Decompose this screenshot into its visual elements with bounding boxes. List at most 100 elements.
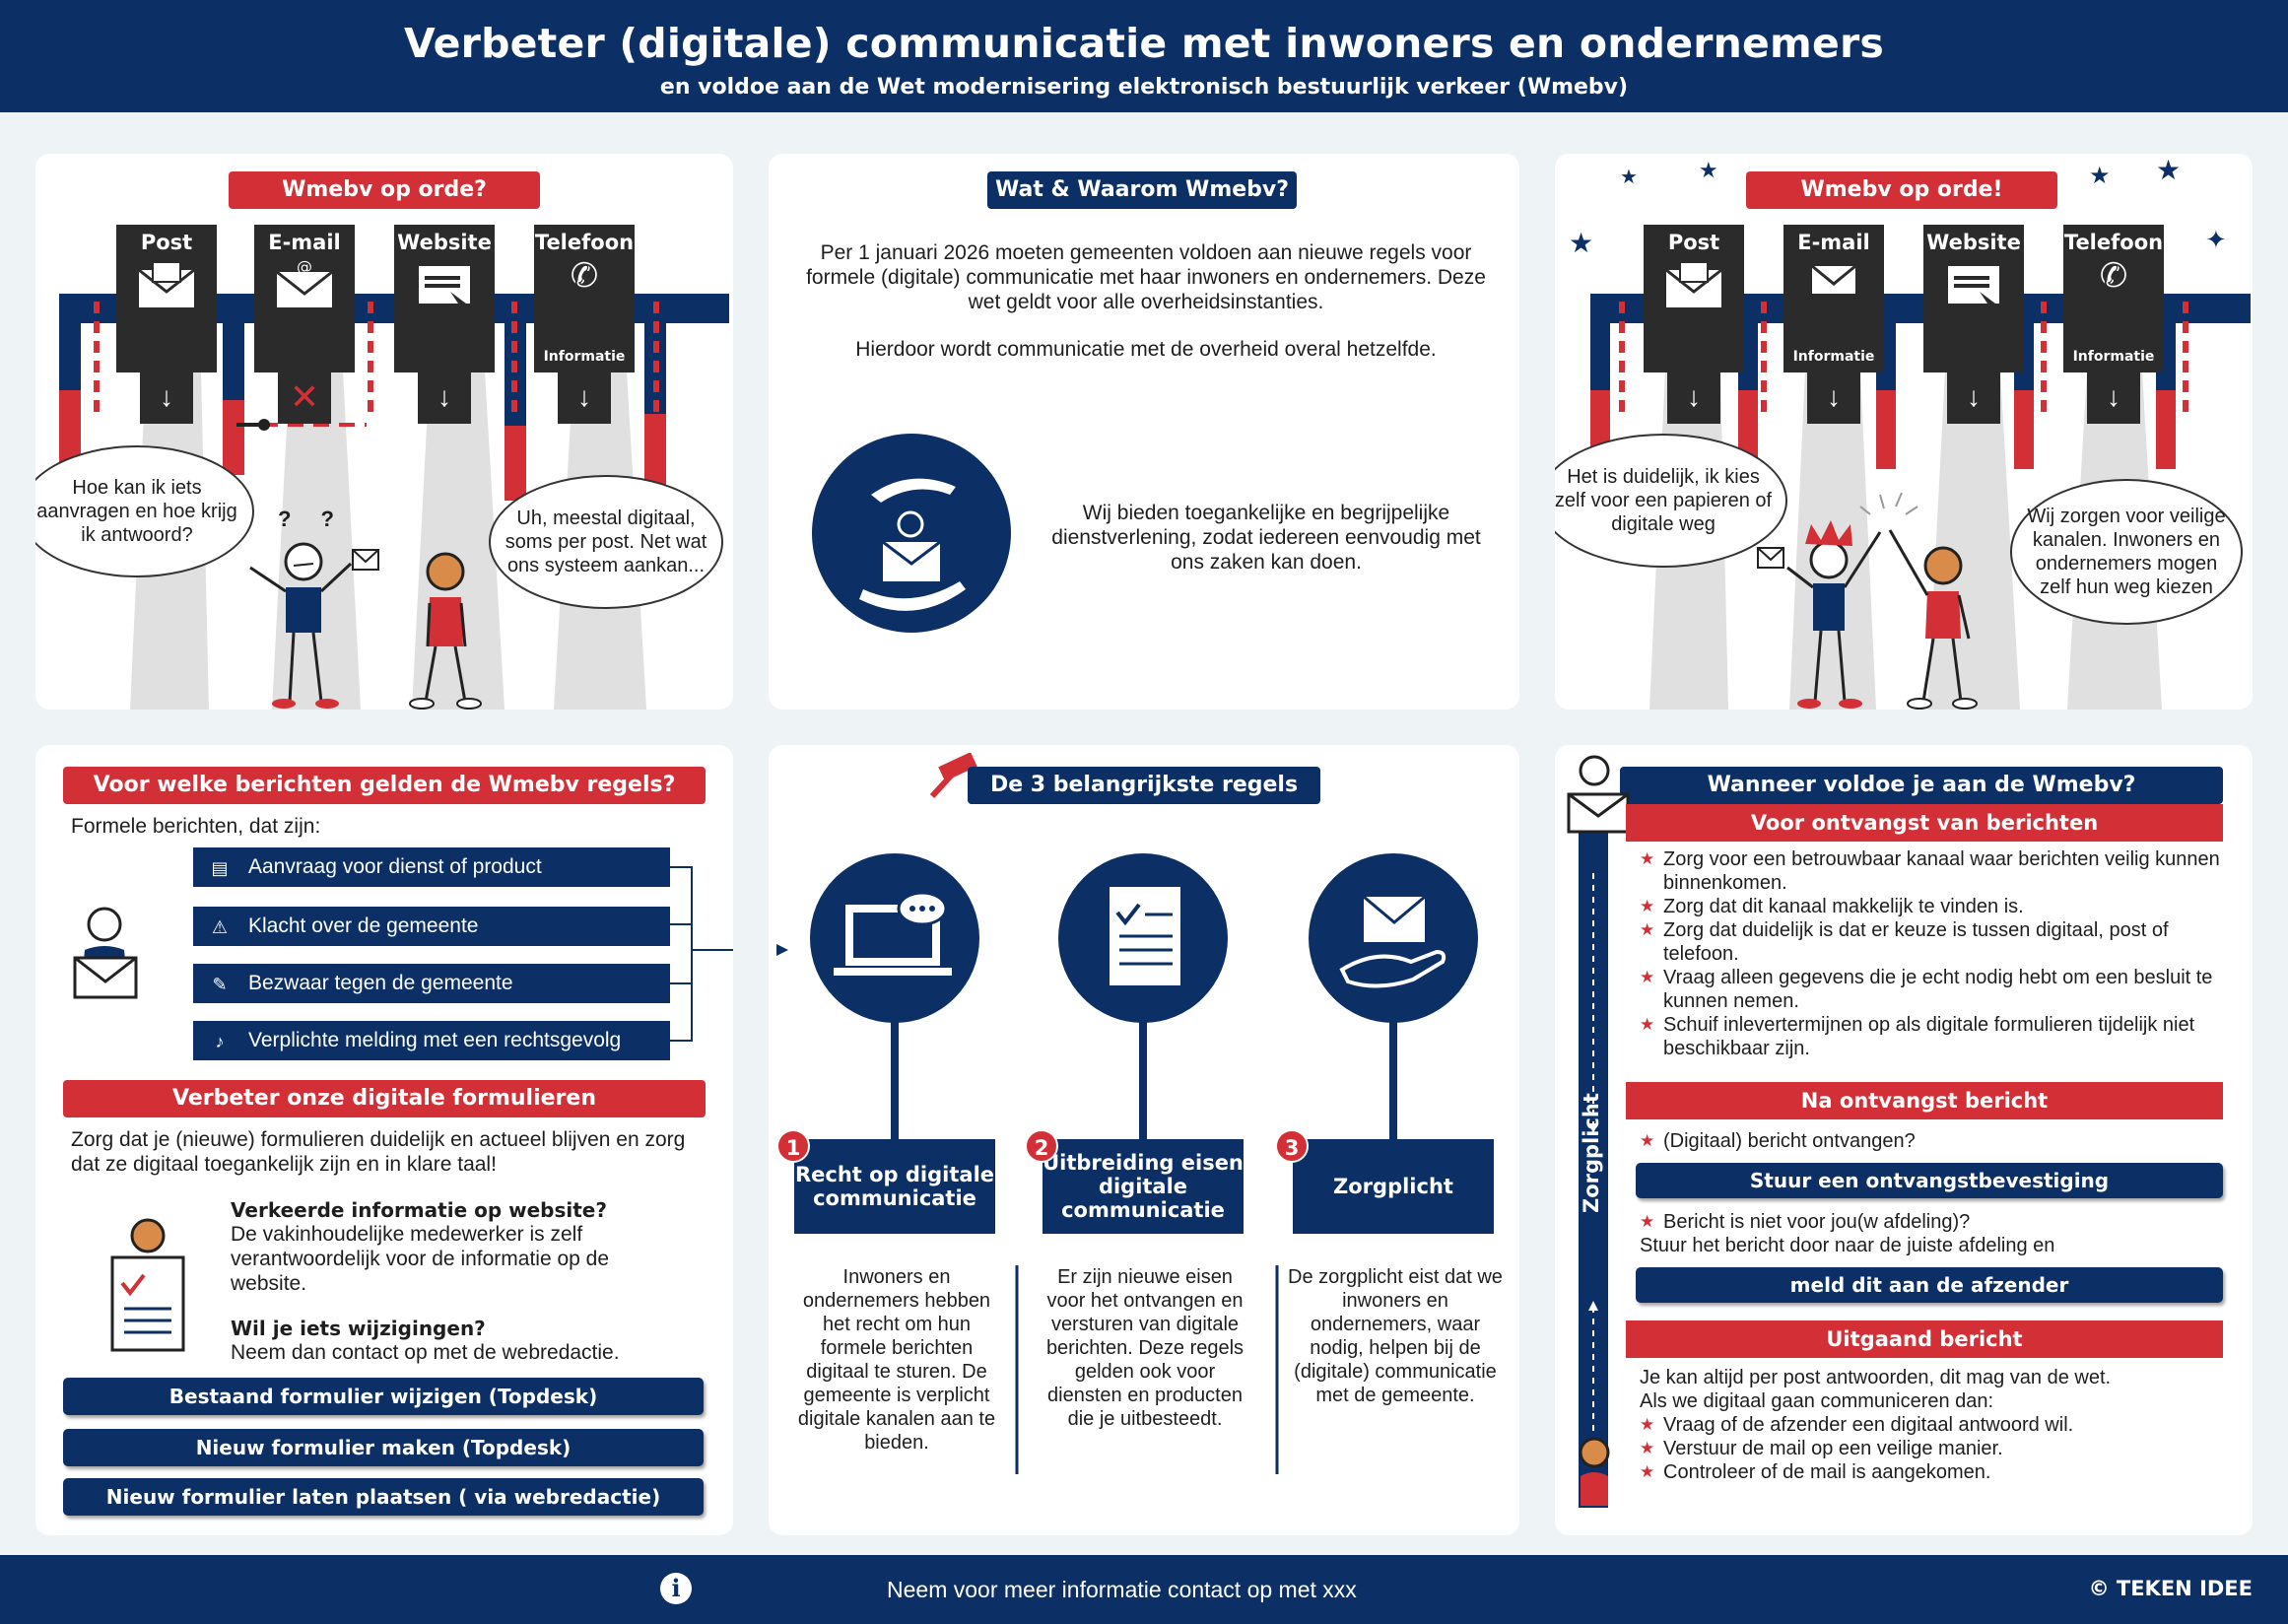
- email-icon: @: [276, 257, 333, 307]
- section-outgoing: Uitgaand bericht: [1626, 1320, 2223, 1358]
- wrong-info-question: Verkeerde informatie op website?: [231, 1198, 607, 1222]
- gavel-icon: [926, 752, 985, 802]
- page-title: Verbeter (digitale) communicatie met inw…: [403, 20, 1885, 67]
- arrow-down-icon: ↓: [558, 372, 611, 424]
- arrow-down-icon: ↓: [140, 372, 193, 424]
- clipboard-person-icon: [104, 1214, 193, 1352]
- panel6-title: Wanneer voldoe je aan de Wmebv?: [1620, 767, 2223, 804]
- rule-2-box: Uitbreiding eisen digitale communicatie: [1043, 1139, 1244, 1234]
- bell-icon: ♪: [215, 1032, 225, 1051]
- change-question: Wil je iets wijzigingen?: [231, 1317, 486, 1340]
- intro-paragraph: Per 1 januari 2026 moeten gemeenten vold…: [806, 241, 1486, 313]
- speech-bubble-right: Wij zorgen voor veilige kanalen. Inwoner…: [2010, 479, 2243, 625]
- forms-paragraph: Zorg dat je (nieuwe) formulieren duideli…: [71, 1128, 686, 1176]
- envelope-icon: [138, 261, 195, 307]
- not-for-you-list: Bericht is niet voor jou(w afdeling)?: [1640, 1210, 2225, 1234]
- phone-icon: ✆: [570, 257, 599, 295]
- outgoing-list: Vraag of de afzender een digitaal antwoo…: [1640, 1413, 2225, 1484]
- question-marks: ? ?: [278, 507, 346, 531]
- after-receipt-list: (Digitaal) bericht ontvangen?: [1640, 1129, 2225, 1153]
- edit-icon: ✎: [212, 975, 228, 994]
- arrow-down-icon: ↓: [418, 372, 471, 424]
- panel-op-orde: Wmebv op orde! ★ ★ ★ ★ ★ ✦: [1555, 154, 2253, 710]
- panel-berichten: Voor welke berichten gelden de Wmebv reg…: [35, 745, 733, 1535]
- email-icon: [1811, 264, 1856, 294]
- envelope-icon: [1665, 261, 1722, 307]
- hand-envelope-icon: [1309, 853, 1478, 1023]
- outgoing-para1: Je kan altijd per post antwoorden, dit m…: [1640, 1367, 2112, 1388]
- formal-item-bezwaar: ✎ Bezwaar tegen de gemeente: [193, 964, 670, 1003]
- arrow-down-icon: ↓: [1807, 372, 1860, 424]
- header: Verbeter (digitale) communicatie met inw…: [0, 0, 2288, 112]
- checklist-document-icon: [1058, 853, 1228, 1023]
- rule-2-desc: Er zijn nieuwe eisen voor het ontvangen …: [1045, 1266, 1245, 1430]
- blocked-x-icon: ✕: [278, 372, 331, 424]
- rule-1-desc: Inwoners en ondernemers hebben het recht…: [797, 1266, 996, 1454]
- place-form-button[interactable]: Nieuw formulier laten plaatsen ( via web…: [63, 1478, 704, 1516]
- sign-telefoon: Telefoon ✆ Informatie: [534, 225, 635, 372]
- zorgplicht-label: Zorgplicht: [1580, 1093, 1603, 1213]
- sign-telefoon: Telefoon ✆ Informatie: [2063, 225, 2164, 372]
- footer: i Neem voor meer informatie contact op m…: [0, 1555, 2288, 1624]
- info-icon: i: [660, 1573, 692, 1604]
- panel-op-orde-question: Wmebv op orde?: [35, 154, 733, 710]
- panel5-pill: De 3 belangrijkste regels: [968, 767, 1320, 804]
- svg-text:★: ★: [1699, 158, 1718, 182]
- speech-bubble-left: Het is duidelijk, ik kies zelf voor een …: [1555, 434, 1787, 568]
- incoming-person-icon: [1565, 753, 1634, 836]
- outgoing-para2: Als we digitaal gaan communiceren dan:: [1640, 1390, 1994, 1412]
- panel-wat-waarom: Wat & Waarom Wmebv? Per 1 januari 2026 m…: [769, 154, 1519, 710]
- person-with-envelope-icon: [71, 903, 142, 1001]
- website-icon: [419, 266, 470, 309]
- sign-post: Post: [1644, 225, 1744, 372]
- speech-bubble-right: Uh, meestal digitaal, soms per post. Net…: [489, 475, 723, 609]
- panel4-pill: Voor welke berichten gelden de Wmebv reg…: [63, 767, 706, 804]
- speech-bubble-left: Hoe kan ik iets aanvragen en hoe krijg i…: [35, 445, 254, 577]
- formal-item-aanvraag: ▤ Aanvraag voor dienst of product: [193, 847, 670, 887]
- sign-email: E-mail @: [254, 225, 355, 372]
- panel2-pill: Wat & Waarom Wmebv?: [987, 171, 1297, 209]
- panel3-pill: Wmebv op orde!: [1746, 171, 2057, 209]
- sign-email: E-mail Informatie: [1783, 225, 1884, 372]
- send-confirmation-button[interactable]: Stuur een ontvangstbevestiging: [1636, 1163, 2223, 1198]
- arrow-down-icon: ↓: [2087, 372, 2140, 424]
- panel-wanneer: Wanneer voldoe je aan de Wmebv? Zorgplic…: [1555, 745, 2253, 1535]
- new-form-button[interactable]: Nieuw formulier maken (Topdesk): [63, 1429, 704, 1466]
- footer-contact: Neem voor meer informatie contact op met…: [887, 1577, 1357, 1602]
- footer-copyright: © TEKEN IDEE: [2088, 1577, 2253, 1600]
- svg-text:★: ★: [1569, 228, 1593, 258]
- arrow-down-icon: ↓: [1667, 372, 1720, 424]
- formal-item-melding: ♪ Verplichte melding met een rechtsgevol…: [193, 1021, 670, 1060]
- arrow-to-rules: [776, 944, 788, 956]
- formal-intro: Formele berichten, dat zijn:: [71, 815, 321, 838]
- outgoing-person-icon: [1577, 1437, 1612, 1506]
- service-hands-icon: [812, 434, 1011, 633]
- document-icon: ▤: [211, 858, 229, 878]
- phone-icon: ✆: [2099, 257, 2128, 295]
- forward-instruction: Stuur het bericht door naar de juiste af…: [1640, 1235, 2055, 1256]
- rule-1-number: 1: [776, 1129, 810, 1163]
- svg-text:★: ★: [2156, 155, 2181, 185]
- sign-website: Website: [1923, 225, 2024, 372]
- notify-sender-button[interactable]: meld dit aan de afzender: [1636, 1267, 2223, 1303]
- edit-form-button[interactable]: Bestaand formulier wijzigen (Topdesk): [63, 1378, 704, 1415]
- sign-post: Post: [116, 225, 217, 372]
- svg-text:@: @: [297, 260, 312, 276]
- panel-regels: De 3 belangrijkste regels Recht op digit…: [769, 745, 1519, 1535]
- arrow-down-icon: ↓: [1947, 372, 2000, 424]
- rule-3-box: Zorgplicht: [1293, 1139, 1494, 1234]
- sign-website: Website: [394, 225, 495, 372]
- section-before-receipt: Voor ontvangst van berichten: [1626, 804, 2223, 842]
- service-paragraph: Wij bieden toegankelijke en begrijpelijk…: [1051, 502, 1481, 574]
- website-icon: [1948, 266, 1999, 309]
- laptop-chat-icon: [810, 853, 979, 1023]
- svg-text:★: ★: [2089, 163, 2111, 189]
- warning-icon: ⚠: [211, 917, 229, 937]
- wrong-info-answer: De vakinhoudelijke medewerker is zelf ve…: [231, 1223, 610, 1295]
- svg-text:✦: ✦: [2205, 225, 2227, 254]
- rule-1-box: Recht op digitale communicatie: [794, 1139, 995, 1234]
- formal-item-klacht: ⚠ Klacht over de gemeente: [193, 907, 670, 946]
- rule-2-number: 2: [1025, 1129, 1058, 1163]
- page-subtitle: en voldoe aan de Wet modernisering elekt…: [659, 75, 1629, 100]
- rule-3-number: 3: [1275, 1129, 1309, 1163]
